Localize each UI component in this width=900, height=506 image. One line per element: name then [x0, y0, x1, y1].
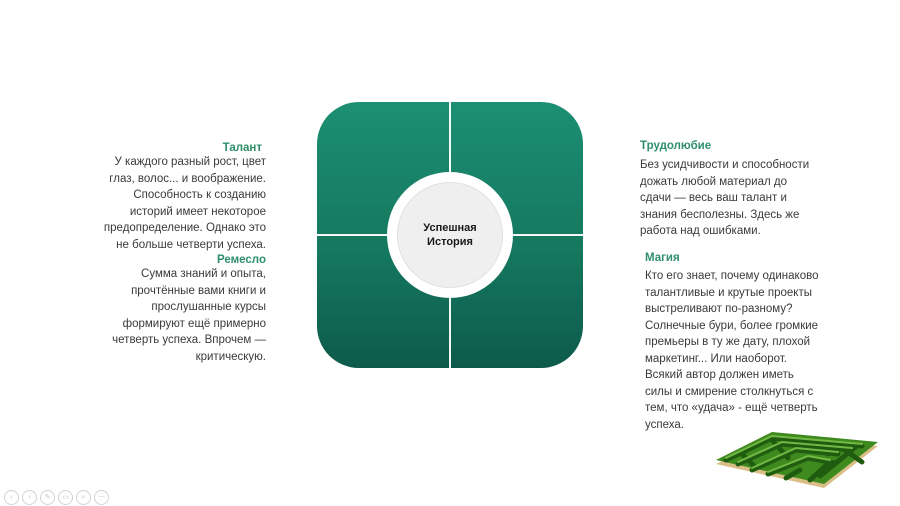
pen-icon[interactable]: ✎ [40, 490, 55, 505]
magic-heading: Магия [645, 252, 680, 264]
hedge-maze-illustration [716, 432, 878, 488]
diligence-text: Без усидчивости и способности дожать люб… [640, 159, 810, 237]
craft-heading: Ремесло [217, 254, 266, 266]
slideshow-controls: ‹ › ✎ ▭ ⌕ ⋯ [4, 490, 109, 505]
talent-heading: Талант [222, 142, 262, 154]
craft-block: Ремесло Сумма знаний и опыта, прочтённые… [80, 254, 266, 365]
magic-block: Магия Кто его знает, почему одинаково та… [645, 252, 845, 433]
next-icon[interactable]: › [22, 490, 37, 505]
diligence-heading: Трудолюбие [640, 140, 712, 152]
magic-text: Кто его знает, почему одинаково талантли… [645, 270, 819, 431]
center-circle: Успешная История [397, 182, 503, 288]
more-icon[interactable]: ⋯ [94, 490, 109, 505]
diligence-block: Трудолюбие Без усидчивости и способности… [640, 140, 840, 240]
talent-block: Талант У каждого разный рост, цвет глаз,… [80, 142, 266, 253]
previous-icon[interactable]: ‹ [4, 490, 19, 505]
craft-text: Сумма знаний и опыта, прочтённые вами кн… [112, 268, 266, 363]
center-label: Успешная История [423, 222, 477, 248]
zoom-icon[interactable]: ⌕ [76, 490, 91, 505]
talent-text: У каждого разный рост, цвет глаз, волос.… [103, 156, 266, 251]
slides-icon[interactable]: ▭ [58, 490, 73, 505]
